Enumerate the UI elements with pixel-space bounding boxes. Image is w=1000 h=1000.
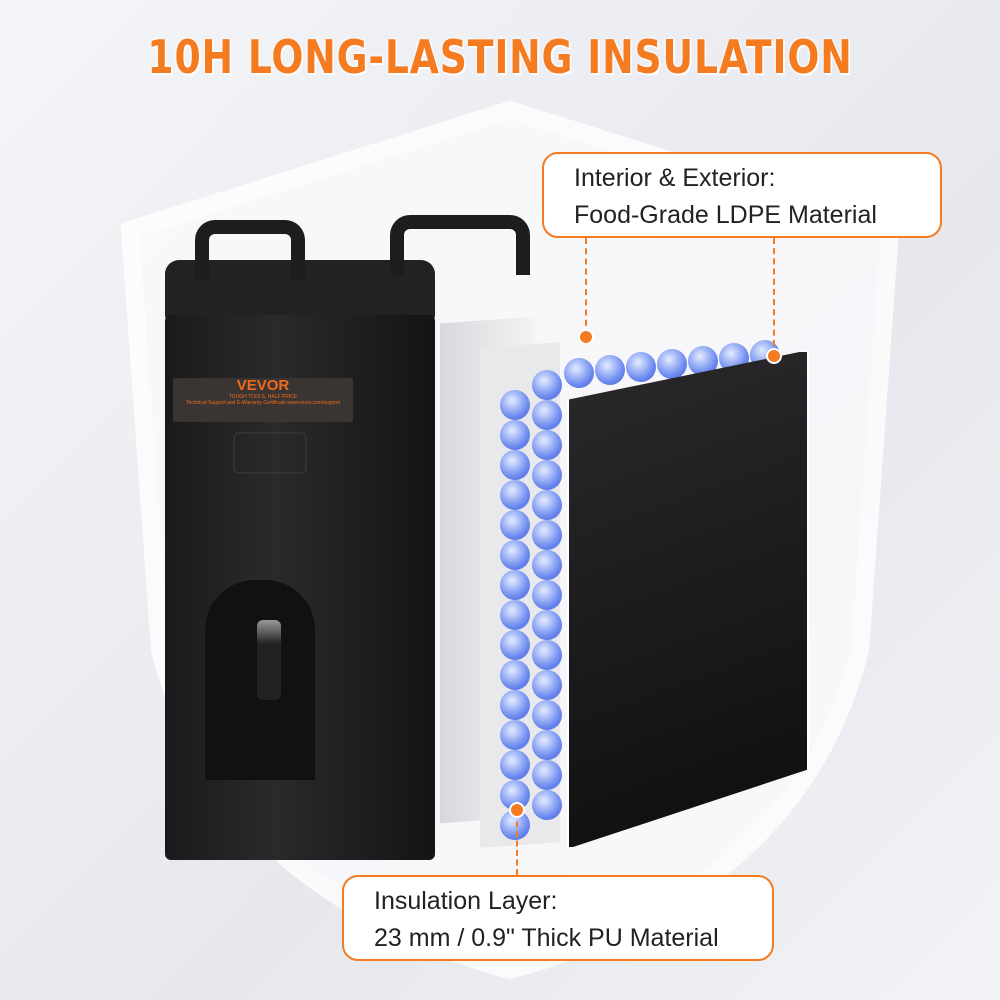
callout-material: Interior & Exterior: Food-Grade LDPE Mat… — [542, 152, 942, 238]
insulation-bead — [532, 430, 562, 460]
insulation-bead — [564, 358, 594, 388]
pu-insulation-layer — [500, 340, 780, 840]
insulation-bead — [500, 600, 530, 630]
insulation-bead — [532, 640, 562, 670]
insulation-bead — [500, 720, 530, 750]
insulation-bead — [500, 510, 530, 540]
insulation-bead — [500, 750, 530, 780]
insulation-bead — [500, 690, 530, 720]
insulation-bead — [657, 349, 687, 379]
insulation-bead — [532, 550, 562, 580]
insulation-bead — [626, 352, 656, 382]
brand-name: VEVOR — [236, 377, 290, 394]
insulation-bead — [532, 730, 562, 760]
handle-right — [390, 215, 530, 275]
insulation-bead — [500, 630, 530, 660]
insulation-bead — [500, 390, 530, 420]
insulation-bead — [532, 400, 562, 430]
insulation-bead — [500, 480, 530, 510]
insulation-bead — [500, 660, 530, 690]
insulation-bead — [532, 370, 562, 400]
headline: 10H LONG-LASTING INSULATION — [147, 30, 853, 84]
callout-insulation: Insulation Layer: 23 mm / 0.9" Thick PU … — [342, 875, 774, 961]
insulation-bead — [532, 460, 562, 490]
black-outer-panel — [567, 350, 809, 849]
insulation-bead — [595, 355, 625, 385]
support-text: Technical Support and E-Warranty Certifi… — [185, 400, 341, 406]
marker-dot — [766, 348, 782, 364]
spigot-icon[interactable] — [257, 620, 281, 700]
insulation-bead — [500, 540, 530, 570]
callout-material-line1: Interior & Exterior: — [574, 164, 776, 192]
leader-line — [585, 238, 587, 336]
marker-dot — [509, 802, 525, 818]
insulation-bead — [532, 790, 562, 820]
insulation-bead — [532, 490, 562, 520]
callout-insulation-line2: 23 mm / 0.9" Thick PU Material — [374, 924, 719, 952]
insulation-bead — [532, 580, 562, 610]
brand-label: VEVOR TOUGH TOOLS, HALF PRICE Technical … — [173, 378, 353, 422]
brand-tagline: TOUGH TOOLS, HALF PRICE — [228, 394, 298, 400]
leader-line — [516, 812, 518, 875]
leader-line — [773, 238, 775, 356]
insulation-bead — [532, 760, 562, 790]
insulation-bead — [500, 420, 530, 450]
label-recess — [233, 432, 307, 474]
handle-left — [195, 220, 305, 280]
insulation-bead — [532, 520, 562, 550]
insulation-bead — [500, 450, 530, 480]
marker-dot — [578, 329, 594, 345]
insulation-bead — [500, 570, 530, 600]
beverage-dispenser: VEVOR TOUGH TOOLS, HALF PRICE Technical … — [165, 215, 530, 860]
insulation-bead — [532, 610, 562, 640]
insulation-bead — [532, 700, 562, 730]
callout-insulation-line1: Insulation Layer: — [374, 887, 558, 915]
insulation-bead — [532, 670, 562, 700]
callout-material-line2: Food-Grade LDPE Material — [574, 201, 877, 229]
